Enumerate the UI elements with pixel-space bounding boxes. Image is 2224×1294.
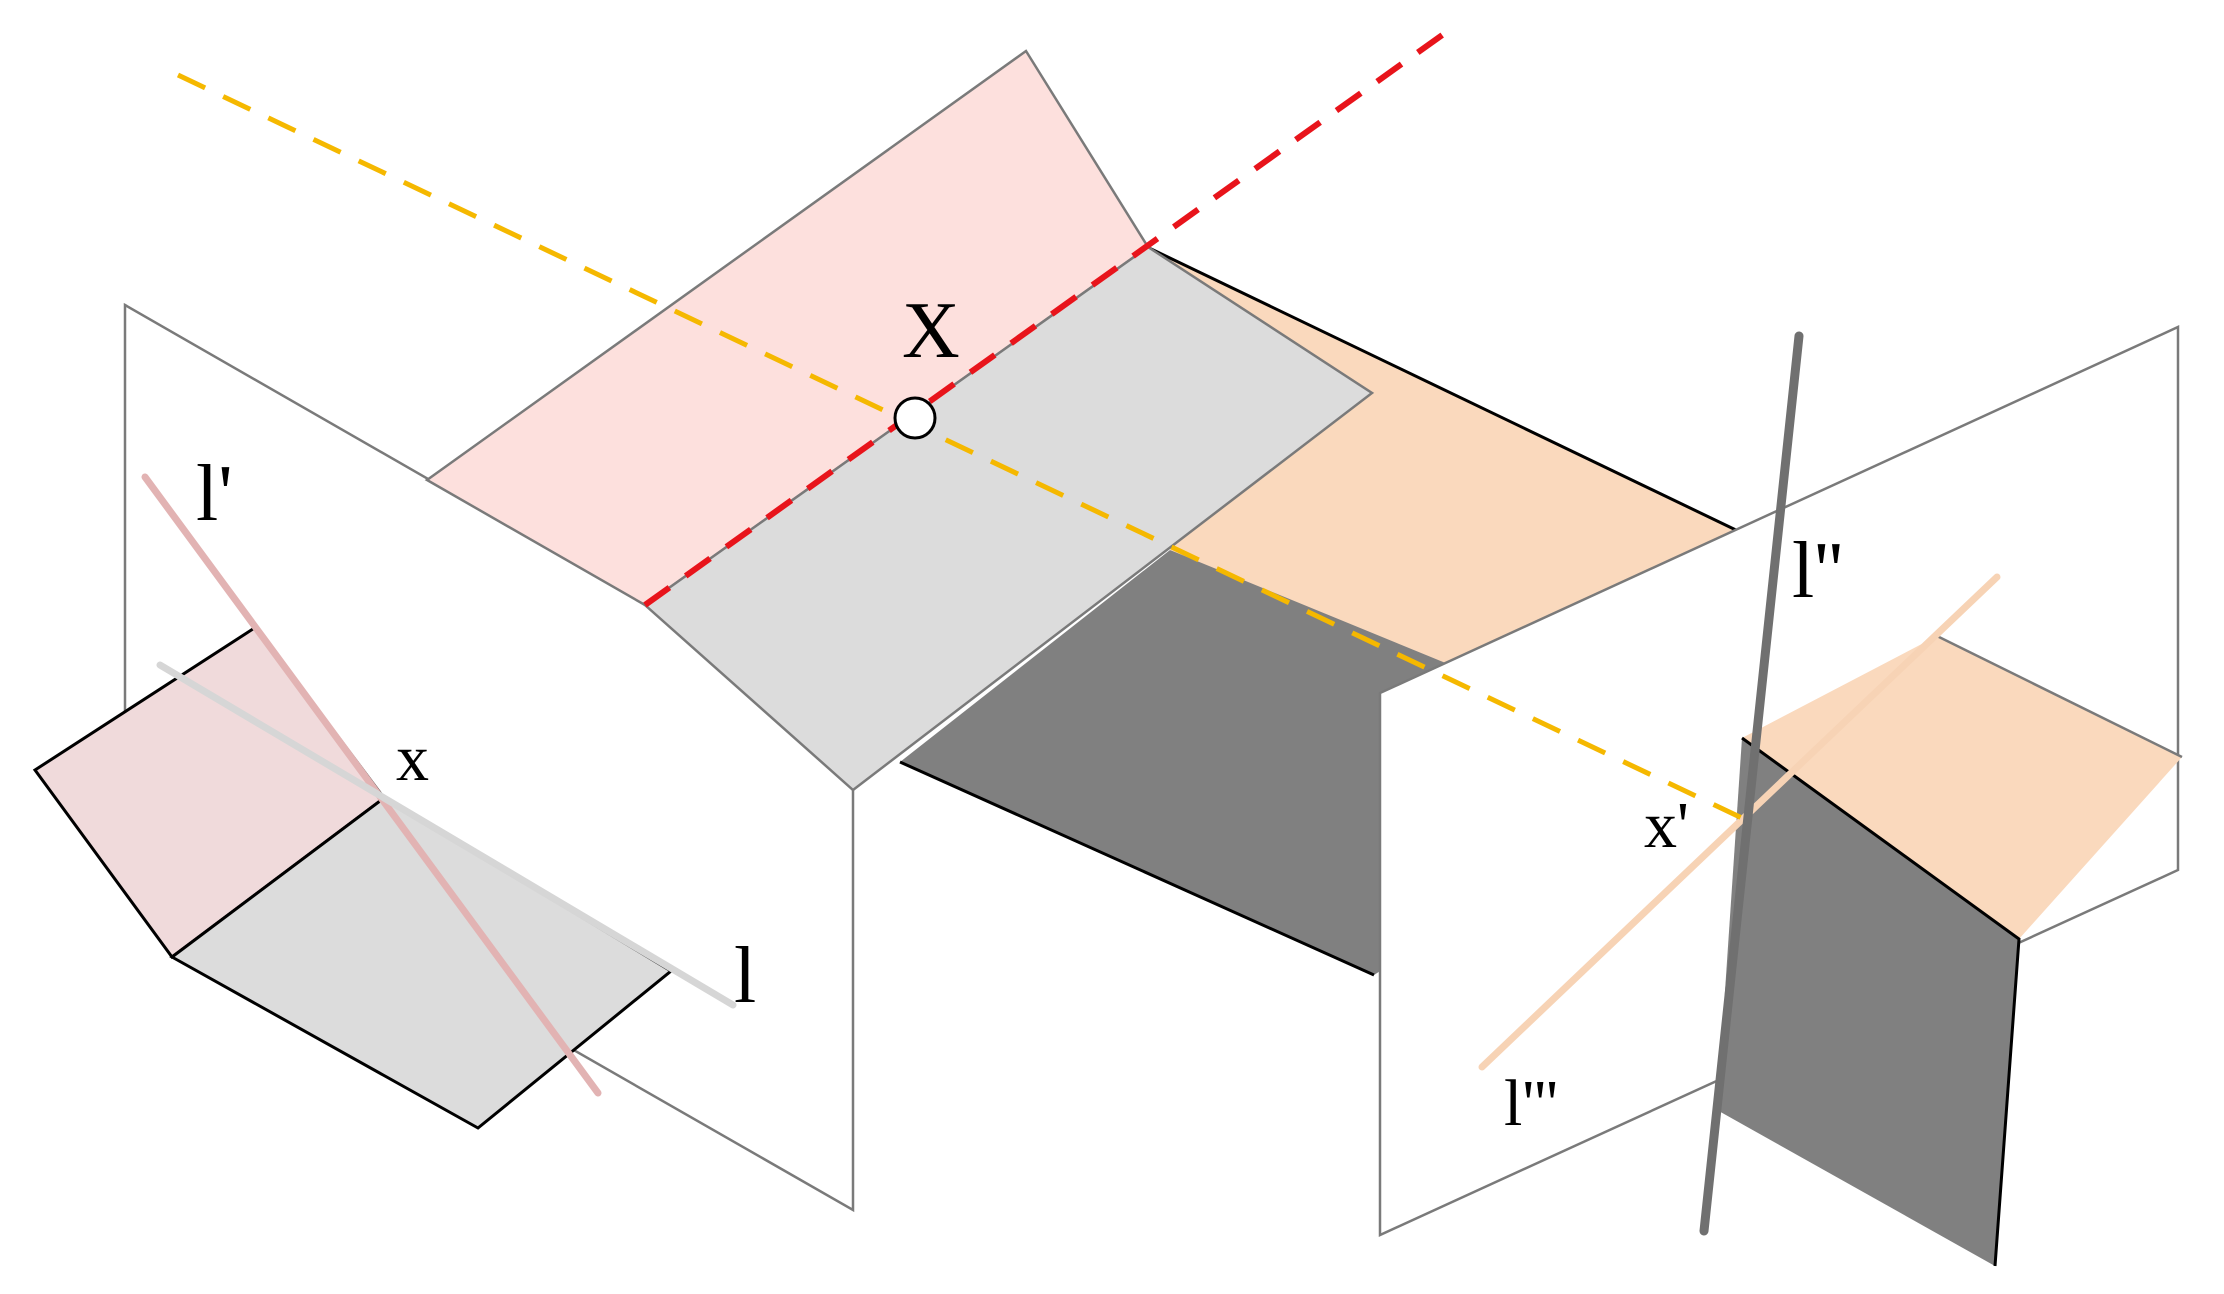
label-x-prime: x' [1644,789,1689,862]
right-small-planes-outline [1741,736,2021,1267]
red-dashed-line [643,30,1447,608]
point-X [893,396,937,440]
label-l-prime: l' [196,450,233,538]
line-l-triple-prime [1478,573,2001,1071]
label-x: x [396,722,429,795]
label-l: l [734,932,756,1020]
yellow-dashed-line [176,72,1744,821]
line-l-double-prime [1699,331,1804,1236]
label-l-double-prime: l'' [1792,527,1843,615]
peach-plane-edge [1146,245,1739,533]
dark-plane-bottom-edge [899,760,1375,977]
right-small-dark-plane [1717,738,2019,1266]
line-l-prime [141,473,602,1097]
right-small-peach-plane-edge [1936,634,2183,759]
line-l [156,661,737,1009]
label-X: X [902,287,960,375]
label-l-triple-prime: l''' [1504,1067,1558,1140]
